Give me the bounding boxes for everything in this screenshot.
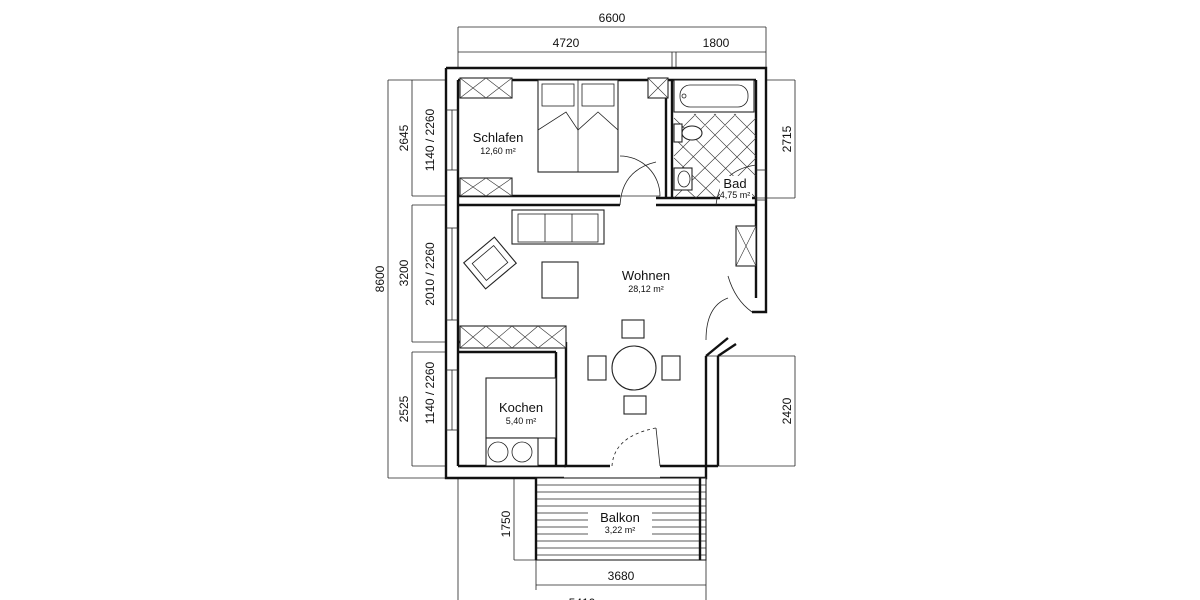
dimension-lines (387, 26, 796, 600)
wardrobes (459, 77, 757, 349)
dining-set (587, 319, 681, 415)
room-label-balkon: Balkon (600, 510, 640, 525)
dim-right-lower: 2420 (780, 397, 794, 424)
armchair (462, 236, 518, 290)
wardrobe-wohnen-right (735, 225, 757, 267)
room-area-kochen: 5,40 m² (506, 416, 537, 426)
dim-window-schlafen: 1140 / 2260 (423, 108, 437, 171)
kitchen-counter (485, 377, 557, 467)
room-label-wohnen: Wohnen (622, 268, 670, 283)
bed (537, 79, 619, 173)
toilet (673, 123, 703, 143)
dim-top-left: 4720 (553, 36, 580, 50)
room-label-kochen: Kochen (499, 400, 543, 415)
doors (611, 155, 757, 467)
dim-window-kochen: 1140 / 2260 (423, 361, 437, 424)
dim-balkon-width: 3680 (608, 569, 635, 583)
dim-top-right: 1800 (703, 36, 730, 50)
room-labels: Schlafen 12,60 m² Bad 4,75 m² Wohnen 28,… (473, 130, 752, 535)
sink (673, 167, 693, 191)
room-area-wohnen: 28,12 m² (628, 284, 664, 294)
room-label-bad: Bad (723, 176, 746, 191)
balcony (534, 477, 707, 561)
dim-top-total: 6600 (599, 11, 626, 25)
dim-window-wohnen: 2010 / 2260 (423, 242, 437, 306)
dim-left-total: 8600 (373, 265, 387, 292)
room-area-schlafen: 12,60 m² (480, 146, 516, 156)
shelf-wohnen-bottom (459, 325, 567, 349)
dim-bottom-total: 5410 (569, 596, 596, 600)
wardrobe-schlafen-top (459, 77, 513, 99)
dim-balkon-depth: 1750 (499, 510, 513, 537)
dim-left-kochen: 2525 (397, 395, 411, 422)
bath-tiles (673, 113, 757, 199)
sofa (511, 209, 605, 245)
windows (445, 109, 767, 431)
wardrobe-schlafen-right (647, 77, 669, 99)
dimension-labels: 6600 4720 1800 8600 2645 3200 2525 1140 … (373, 11, 794, 600)
room-area-bad: 4,75 m² (720, 190, 751, 200)
dim-left-wohnen: 3200 (397, 259, 411, 286)
wardrobe-schlafen-bottom (459, 177, 513, 197)
dim-right-bad: 2715 (780, 125, 794, 152)
room-area-balkon: 3,22 m² (605, 525, 636, 535)
dim-left-schlafen: 2645 (397, 124, 411, 151)
bathtub (673, 79, 755, 113)
coffee-table (541, 261, 579, 299)
room-label-schlafen: Schlafen (473, 130, 524, 145)
